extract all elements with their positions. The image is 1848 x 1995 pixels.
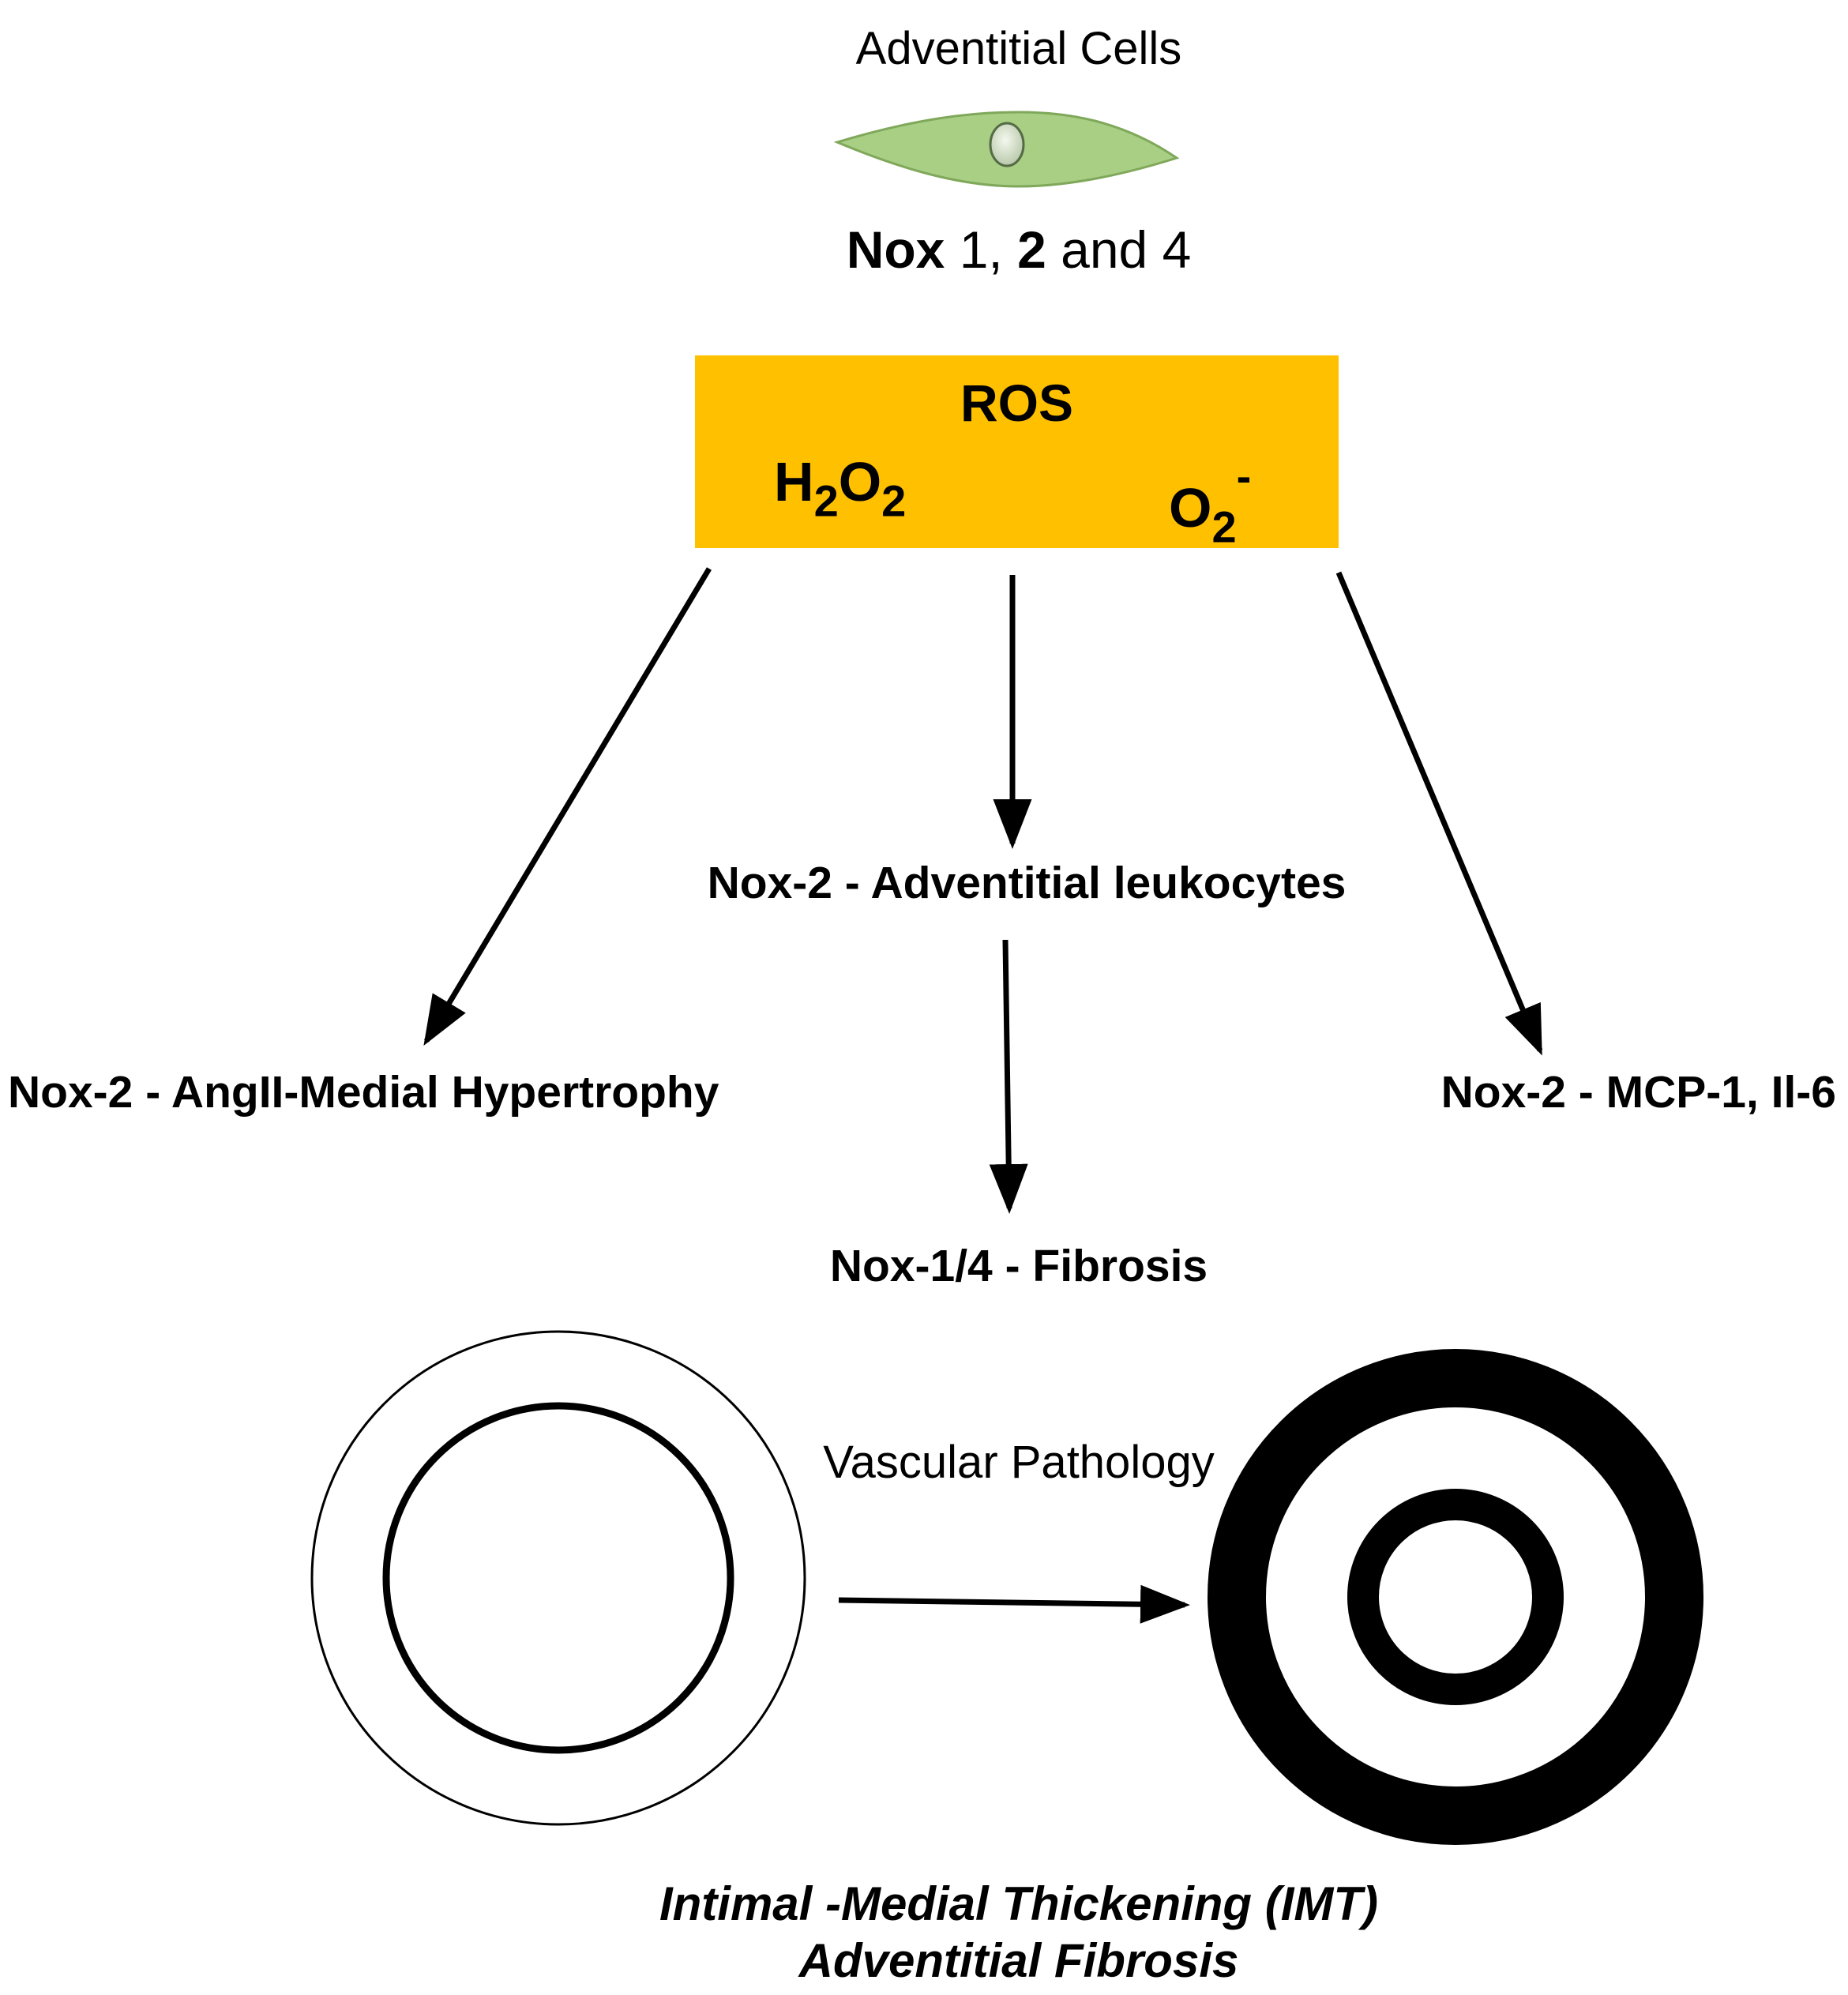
h2o2-sub2: 2 bbox=[881, 475, 907, 526]
arrow-to-hypertrophy bbox=[423, 567, 712, 1046]
leukocytes-label: Nox-2 - Adventitial leukocytes bbox=[707, 858, 1347, 908]
nox-one: 1, bbox=[945, 220, 1018, 279]
h2o2-label: H2O2 bbox=[774, 450, 906, 527]
superoxide-label: O2- bbox=[1169, 450, 1251, 552]
vascular-pathology-label: Vascular Pathology bbox=[823, 1437, 1215, 1488]
arrow-to-mcp bbox=[1335, 571, 1543, 1056]
outcome-line-1: Intimal -Medial Thickening (IMT) bbox=[659, 1877, 1379, 1930]
nox-word: Nox bbox=[846, 220, 945, 279]
nox-two: 2 bbox=[1017, 220, 1046, 279]
ros-title: ROS bbox=[960, 374, 1074, 432]
nox-rest: and 4 bbox=[1046, 220, 1192, 279]
arrow-to-fibrosis bbox=[989, 939, 1028, 1214]
h2o2-sub1: 2 bbox=[813, 475, 839, 526]
adventitial-cell-icon bbox=[833, 111, 1180, 188]
nox-isoforms-label: Nox 1, 2 and 4 bbox=[687, 220, 1350, 280]
h2o2-h: H bbox=[774, 451, 814, 513]
arrow-pathology bbox=[838, 1584, 1190, 1624]
outcome-line-2: Adventitial Fibrosis bbox=[798, 1934, 1239, 1987]
h2o2-o: O bbox=[838, 451, 882, 513]
mcp-label: Nox-2 - MCP-1, Il-6 bbox=[1440, 1067, 1836, 1118]
fibrosis-label: Nox-1/4 - Fibrosis bbox=[829, 1241, 1208, 1291]
thickened-vessel-icon bbox=[1208, 1349, 1703, 1845]
outcome-caption: Intimal -Medial Thickening (IMT) Adventi… bbox=[505, 1876, 1532, 1989]
o2-o: O bbox=[1169, 476, 1212, 539]
normal-vessel-icon bbox=[310, 1330, 806, 1826]
hypertrophy-label: Nox-2 - AngII-Medial Hypertrophy bbox=[8, 1067, 719, 1118]
adventitial-cells-label: Adventitial Cells bbox=[855, 23, 1182, 74]
o2-sup: - bbox=[1236, 451, 1252, 501]
ros-box: ROS H2O2 O2- bbox=[695, 355, 1339, 551]
o2-sub: 2 bbox=[1211, 502, 1237, 552]
